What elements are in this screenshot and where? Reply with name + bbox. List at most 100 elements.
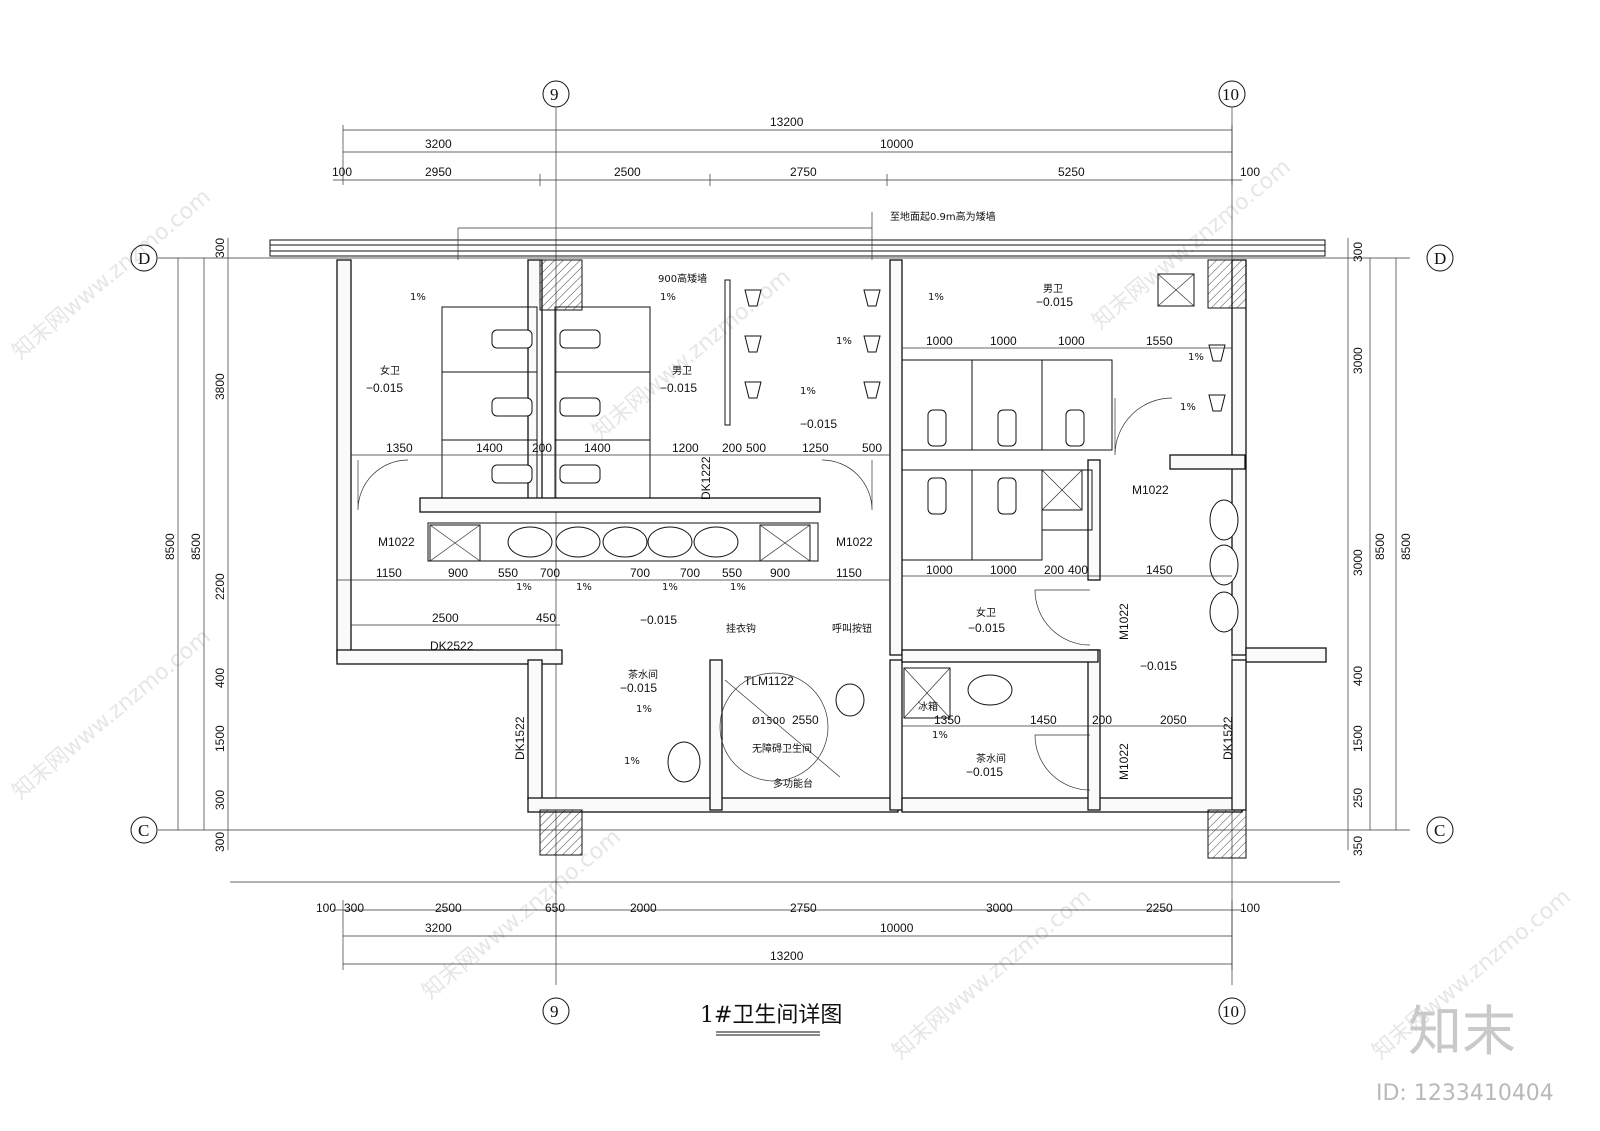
corridor-elev: −0.015 (640, 613, 677, 627)
toilet-icon (559, 329, 601, 349)
inner-dim: 1250 (802, 441, 829, 455)
grid-label-c-right: C (1434, 821, 1445, 840)
slope-label: 1% (410, 292, 426, 303)
door-tag: M1022 (1117, 603, 1131, 640)
inner-dim: 550 (498, 566, 518, 580)
dim-top-detail: 2750 (790, 165, 817, 179)
slope-label: 1% (1188, 352, 1204, 363)
dim-top-detail: 2500 (614, 165, 641, 179)
dim-bottom-detail: 2750 (790, 901, 817, 915)
dim-right-part: 350 (1351, 836, 1365, 856)
slope-label: 1% (928, 292, 944, 303)
inner-dim: 1350 (934, 713, 961, 727)
inner-dim: 200 (722, 441, 742, 455)
dim-left-part: 300 (213, 832, 227, 852)
grid-label-d-right: D (1434, 249, 1446, 268)
slope-label: 1% (636, 704, 652, 715)
dim-bottom-detail: 100 (316, 901, 336, 915)
room-women-2-elev: −0.015 (968, 621, 1005, 635)
inner-dim: 1000 (926, 334, 953, 348)
room-women-1: 女卫 (380, 364, 400, 377)
dim-left-part: 3800 (213, 373, 227, 400)
door-tag-tlm: TLM1122 (744, 674, 794, 688)
grid-label-c-left: C (138, 821, 149, 840)
room-men-1: 男卫 (672, 365, 692, 377)
grid-label-10-top: 10 (1222, 85, 1239, 104)
inner-dimensions: 1350 1400 200 1400 1200 200 500 1250 500… (337, 334, 1232, 727)
inner-dim: 200 (1092, 713, 1112, 727)
hook-note: 挂衣钩 (726, 622, 756, 635)
inner-dim: 500 (746, 441, 766, 455)
room-tea-2: 茶水间 (976, 752, 1006, 765)
inner-dim: 1400 (584, 441, 611, 455)
sink-icon (1209, 591, 1239, 633)
urinal-icon (863, 289, 881, 307)
fridge-label: 冰箱 (918, 700, 938, 713)
watermark-text: 知末网www.znzmo.com (588, 264, 796, 444)
left-dimensions: 8500 8500 300 3800 2200 400 1500 300 300 (163, 238, 229, 852)
toilet-icon (997, 477, 1017, 515)
room-tea-1: 茶水间 (628, 668, 658, 681)
dim-top-detail: 5250 (1058, 165, 1085, 179)
urinal-icon (1208, 344, 1226, 362)
inner-dim: 1000 (990, 334, 1017, 348)
door-tag: DK1522 (513, 716, 527, 760)
dim-bottom-detail: 2000 (630, 901, 657, 915)
toilet-icon (997, 409, 1017, 447)
door-tag: M1022 (1117, 743, 1131, 780)
dim-right-total-a: 8500 (1399, 533, 1413, 560)
room-men-2-elev: −0.015 (1036, 295, 1073, 309)
urinal-room-elev: −0.015 (800, 417, 837, 431)
dim-right-total-b: 8500 (1373, 533, 1387, 560)
inner-dim: 1150 (376, 566, 402, 580)
inner-dim: 1000 (990, 563, 1017, 577)
sink-icon (555, 526, 601, 558)
dim-right-part: 3000 (1351, 347, 1365, 374)
dim-left-part: 400 (213, 668, 227, 688)
dim-bottom-seg-1: 3200 (425, 921, 452, 935)
room-labels: 女卫 −0.015 男卫 −0.015 男卫 −0.015 女卫 −0.015 … (366, 272, 1177, 779)
dim-bottom-detail: 650 (545, 901, 565, 915)
toilet-icon (491, 464, 533, 484)
slope-label: 1% (730, 582, 746, 593)
right-dimensions: 8500 8500 300 3000 3000 400 1500 250 350 (1347, 238, 1413, 856)
urinal-icon (863, 381, 881, 399)
stall-partitions (441, 279, 1113, 561)
multi-table-label: 多功能台 (773, 777, 813, 790)
inner-dim: 2050 (1160, 713, 1187, 727)
accessible-wc: Ø1500 2550 无障碍卫生间 多功能台 TLM1122 (719, 672, 841, 790)
door-tag: M1022 (836, 535, 873, 549)
inner-dim: 1150 (836, 566, 862, 580)
inner-dim: 550 (722, 566, 742, 580)
inner-dim: 400 (1068, 563, 1088, 577)
slope-label: 1% (660, 292, 676, 303)
inner-dim: 1000 (926, 563, 953, 577)
inner-dim: 1000 (1058, 334, 1085, 348)
urinal-icon (744, 335, 762, 353)
sink-icon (835, 683, 865, 717)
inner-dim: 700 (630, 566, 650, 580)
door-tag: M1022 (1132, 483, 1169, 497)
toilet-icon (491, 329, 533, 349)
inner-dim: 1550 (1146, 334, 1173, 348)
dim-top-detail: 100 (1240, 165, 1260, 179)
dim-right-part: 400 (1351, 666, 1365, 686)
dim-left-part: 1500 (213, 725, 227, 752)
urinal-icon (744, 381, 762, 399)
room-men-1-elev: −0.015 (660, 381, 697, 395)
toilet-fixtures (491, 329, 1085, 515)
dim-left-part: 300 (213, 238, 227, 258)
room-tea-2-elev: −0.015 (966, 765, 1003, 779)
grid-label-9-bottom: 9 (550, 1002, 559, 1021)
sink-icon (967, 674, 1013, 706)
dim-bottom-detail: 3000 (986, 901, 1013, 915)
accessible-wc-label: 无障碍卫生间 (752, 742, 812, 755)
inner-dim: 1400 (476, 441, 503, 455)
inner-dim: 200 (1044, 563, 1064, 577)
inner-dim: 700 (540, 566, 560, 580)
drawing-title: 1#卫生间详图 (700, 1003, 842, 1028)
inner-dim: 900 (448, 566, 468, 580)
turning-width: 2550 (792, 713, 819, 727)
dim-left-part: 2200 (213, 573, 227, 600)
right-corridor-elev: −0.015 (1140, 659, 1177, 673)
